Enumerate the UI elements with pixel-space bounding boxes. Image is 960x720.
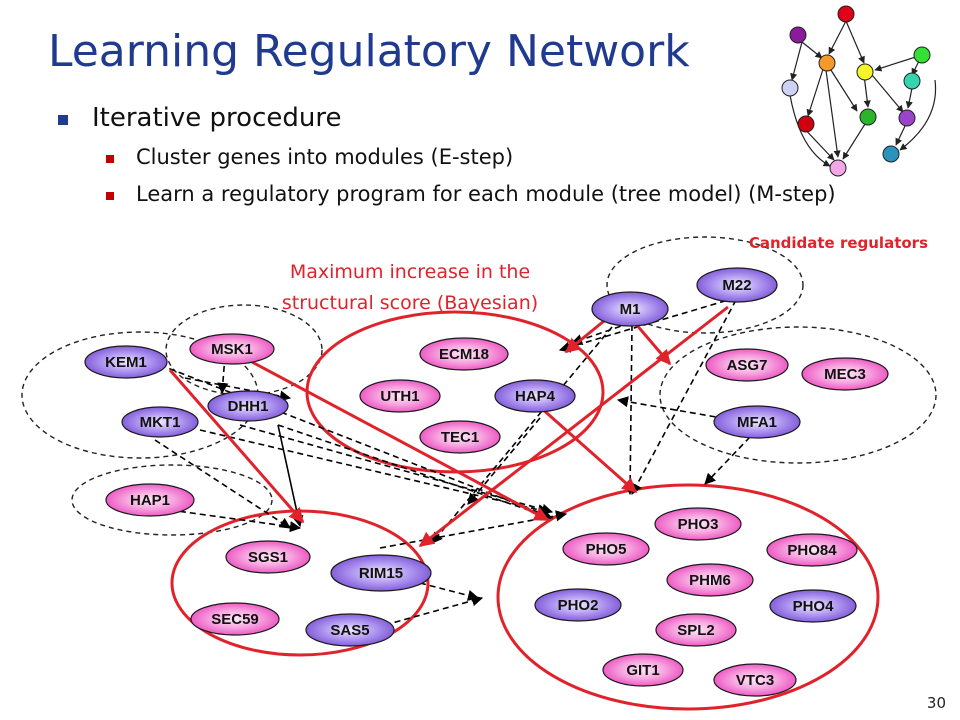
node-label: PHO84 — [787, 542, 837, 559]
node-label: MFA1 — [737, 414, 777, 431]
gene-node-pho4: PHO4 — [769, 589, 857, 623]
node-label: M1 — [620, 301, 641, 318]
bullet-list: Iterative procedure Cluster genes into m… — [58, 103, 836, 219]
dashed-edges — [154, 294, 751, 626]
page-number: 30 — [926, 694, 946, 712]
node-label: UTH1 — [380, 388, 419, 405]
node-label: HAP1 — [130, 492, 170, 509]
gene-node-mfa1: MFA1 — [713, 405, 801, 439]
gene-node-pho2: PHO2 — [534, 588, 622, 622]
candidate-regulators-label: Candidate regulators — [749, 234, 928, 252]
gene-node-uth1: UTH1 — [359, 379, 441, 413]
group-hap1 — [71, 464, 273, 536]
group-m1-m22 — [606, 236, 804, 334]
gene-node-rim15: RIM15 — [330, 554, 432, 592]
node-label: GIT1 — [626, 662, 659, 679]
node-label: KEM1 — [105, 354, 147, 371]
learned-red-edges — [168, 305, 729, 548]
gene-node-sgs1: SGS1 — [225, 540, 311, 574]
annotation-line-1: Maximum increase in the — [290, 261, 530, 283]
node-label: RIM15 — [359, 565, 403, 582]
annotation-line-2: structural score (Bayesian) — [282, 292, 538, 314]
node-label: SGS1 — [248, 549, 288, 566]
gene-node-pho84: PHO84 — [766, 533, 858, 567]
node-label: SEC59 — [211, 611, 259, 628]
gene-node-spl2: SPL2 — [655, 613, 737, 647]
module-pho — [496, 483, 880, 711]
gene-node-msk1: MSK1 — [189, 333, 275, 365]
group-asg7-mec3-mfa1 — [659, 326, 937, 464]
gene-node-m1: M1 — [591, 291, 669, 327]
gene-node-asg7: ASG7 — [705, 348, 789, 382]
gene-node-mkt1: MKT1 — [121, 406, 199, 438]
gene-node-dhh1: DHH1 — [207, 390, 289, 422]
node-label: ASG7 — [727, 357, 768, 374]
gene-node-vtc3: VTC3 — [713, 663, 797, 697]
node-label: MSK1 — [211, 341, 253, 358]
node-label: PHO5 — [586, 541, 627, 558]
gene-node-pho3: PHO3 — [654, 507, 742, 541]
gene-node-sec59: SEC59 — [190, 602, 280, 636]
node-label: TEC1 — [441, 429, 479, 446]
gene-node-sas5: SAS5 — [305, 613, 395, 647]
node-label: M22 — [722, 277, 751, 294]
group-msk1 — [165, 304, 323, 396]
node-label: MEC3 — [824, 366, 866, 383]
node-label: VTC3 — [736, 672, 774, 689]
node-label: PHM6 — [689, 572, 731, 589]
network-icon — [781, 5, 937, 177]
node-label: PHO2 — [558, 597, 599, 614]
page-title: Learning Regulatory Network — [48, 26, 690, 77]
gene-node-hap1: HAP1 — [105, 483, 195, 517]
node-label: MKT1 — [140, 414, 181, 431]
gene-node-mec3: MEC3 — [801, 357, 889, 391]
node-label: SAS5 — [330, 622, 369, 639]
gene-node-hap4: HAP4 — [494, 379, 576, 413]
node-label: PHO3 — [678, 516, 719, 533]
gene-node-kem1: KEM1 — [84, 345, 168, 379]
gene-node-git1: GIT1 — [602, 653, 684, 687]
node-label: SPL2 — [677, 622, 715, 639]
bullet-main: Iterative procedure — [58, 103, 836, 145]
node-label: DHH1 — [228, 398, 269, 415]
bullet-sub-2: Learn a regulatory program for each modu… — [106, 182, 836, 219]
node-label: ECM18 — [439, 346, 489, 363]
gene-node-phm6: PHM6 — [666, 563, 754, 597]
node-label: PHO4 — [793, 598, 835, 615]
gene-node-m22: M22 — [696, 267, 778, 303]
bullet-sub-1: Cluster genes into modules (E-step) — [106, 145, 836, 182]
gene-node-tec1: TEC1 — [419, 420, 501, 454]
gene-node-ecm18: ECM18 — [419, 337, 509, 371]
node-label: HAP4 — [515, 388, 556, 405]
gene-node-pho5: PHO5 — [562, 532, 650, 566]
